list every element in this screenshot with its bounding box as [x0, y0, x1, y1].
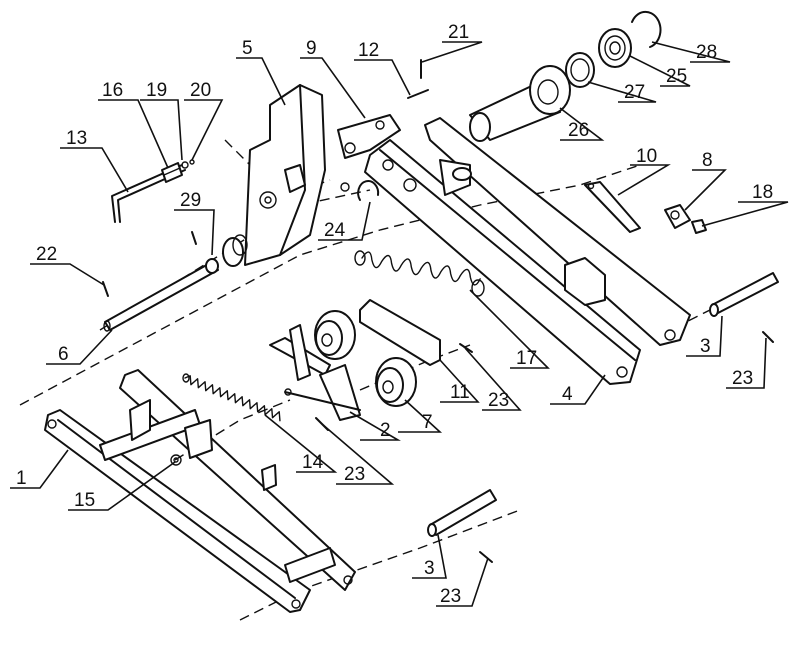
side-plate: [222, 84, 326, 267]
label-part-29: 29: [180, 190, 201, 211]
label-part-23-b: 23: [732, 368, 753, 389]
adjuster-link: [584, 181, 707, 234]
pivot-shaft: [102, 231, 219, 332]
label-part-20: 20: [190, 80, 211, 101]
label-part-7: 7: [422, 412, 433, 433]
label-part-2: 2: [380, 420, 391, 441]
label-part-10: 10: [636, 146, 657, 167]
label-part-4: 4: [562, 384, 573, 405]
label-part-8: 8: [702, 150, 713, 171]
label-part-9: 9: [306, 38, 317, 59]
latch-link: [337, 114, 401, 159]
label-part-15: 15: [74, 490, 95, 511]
retaining-clip: [340, 180, 380, 201]
label-part-6: 6: [58, 344, 69, 365]
main-arm: [364, 117, 691, 385]
label-part-5: 5: [242, 38, 253, 59]
lower-frame: [44, 369, 356, 613]
bearing: [598, 28, 632, 68]
clevis-pin: [407, 59, 429, 99]
label-part-28: 28: [696, 42, 717, 63]
label-part-12: 12: [358, 40, 379, 61]
label-part-3-lower: 3: [424, 558, 435, 579]
label-part-13: 13: [66, 128, 87, 149]
label-part-11: 11: [450, 382, 470, 403]
label-part-23-d: 23: [440, 586, 461, 607]
leader-lines: [10, 41, 789, 607]
lower-spring: [182, 373, 281, 422]
label-part-23-a: 23: [488, 390, 509, 411]
part-number-labels: 1 2 3 3 4 5 6 7 8 9 10 11 12 13 14 15 16…: [16, 22, 773, 607]
label-part-22: 22: [36, 244, 57, 265]
label-part-27: 27: [624, 82, 645, 103]
label-part-25: 25: [666, 66, 687, 87]
label-part-19: 19: [146, 80, 167, 101]
idler-pulley: [314, 310, 417, 407]
label-part-16: 16: [102, 80, 123, 101]
label-part-21: 21: [448, 22, 469, 43]
label-part-14: 14: [302, 452, 324, 473]
label-part-23-c: 23: [344, 464, 365, 485]
label-part-26: 26: [568, 120, 589, 141]
snap-ring: [631, 10, 662, 48]
upper-spring: [354, 250, 485, 297]
label-part-1: 1: [16, 468, 27, 489]
label-part-24: 24: [324, 220, 346, 241]
label-part-18: 18: [752, 182, 773, 203]
label-part-3-upper: 3: [700, 336, 711, 357]
handle-rod: [111, 159, 195, 223]
hub-bushing: [469, 65, 571, 142]
label-part-17: 17: [516, 348, 537, 369]
washer-ring: [565, 52, 595, 88]
pulley-bracket: [269, 299, 441, 421]
